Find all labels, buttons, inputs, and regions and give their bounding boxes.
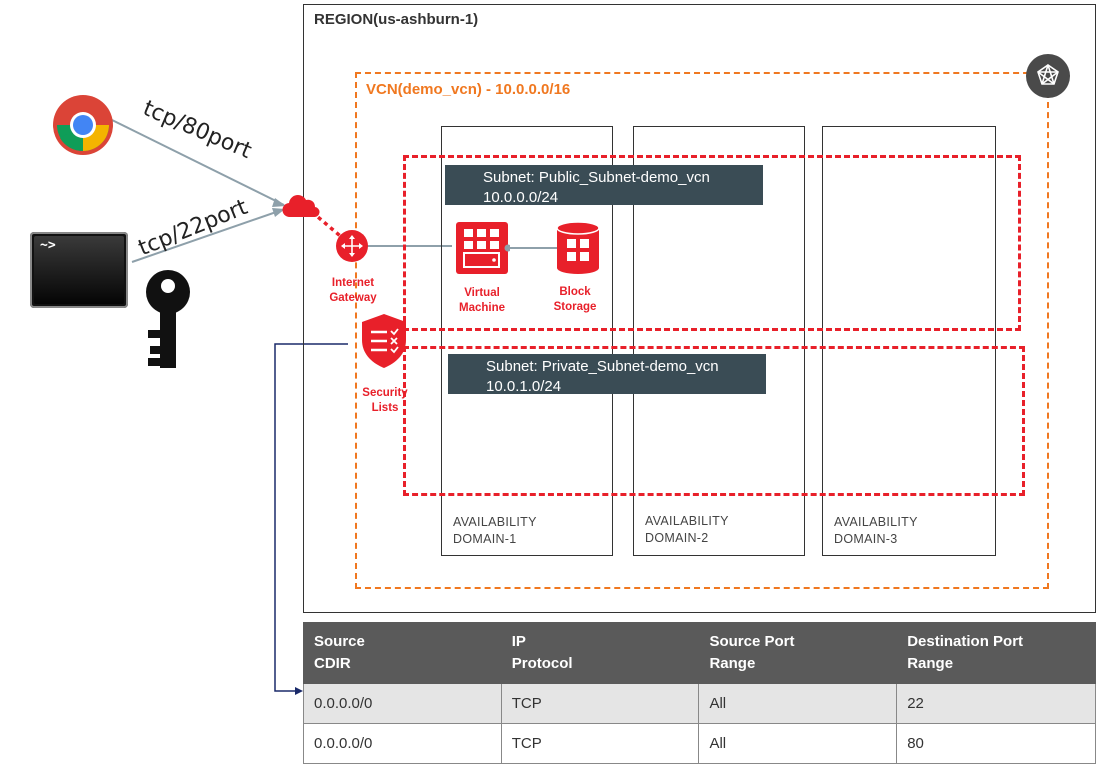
cell-ip-protocol: TCP (500, 683, 700, 724)
security-table-link (274, 343, 348, 692)
security-lists-label-line2: Lists (371, 402, 399, 414)
cell-source-cidr: 0.0.0.0/0 (303, 683, 502, 724)
vcn-icon (1026, 54, 1070, 98)
public-subnet-name: Subnet: Public_Subnet-demo_vcn (483, 169, 710, 186)
internet-gateway-label-line2: Gateway (329, 292, 377, 304)
virtual-machine-label-line1: Virtual (464, 287, 500, 299)
cell-source-cidr: 0.0.0.0/0 (303, 723, 502, 764)
ad-3-label-line2: DOMAIN-3 (834, 532, 898, 546)
vcn-container (355, 72, 1049, 589)
private-subnet-name: Subnet: Private_Subnet-demo_vcn (486, 358, 719, 375)
virtual-machine-label-line2: Machine (458, 302, 505, 314)
availability-domain-3: AVAILABILITY DOMAIN-3 (822, 126, 996, 556)
ssh-edge-arrow (272, 208, 285, 217)
block-storage-label-line1: Block (559, 286, 591, 298)
http-edge-arrow (272, 198, 286, 207)
public-subnet-cidr: 10.0.0.0/24 (483, 189, 559, 206)
internet-cloud-icon (282, 195, 320, 218)
security-table-arrow (295, 687, 303, 695)
cell-destination-port: 22 (896, 683, 1096, 724)
ad-1-label-line1: AVAILABILITY (453, 515, 537, 529)
availability-domain-2: AVAILABILITY DOMAIN-2 (633, 126, 805, 556)
ad-2-label-line2: DOMAIN-2 (645, 531, 709, 545)
cell-ip-protocol: TCP (500, 723, 700, 764)
virtual-machine-icon (456, 222, 510, 274)
public-subnet-banner: Subnet: Public_Subnet-demo_vcn 10.0.0.0/… (445, 165, 763, 206)
virtual-machine-label: Virtual Machine (448, 286, 516, 316)
cell-destination-port: 80 (896, 723, 1096, 764)
private-subnet-box (403, 346, 1025, 496)
ad-2-label-line1: AVAILABILITY (645, 514, 729, 528)
chrome-browser-icon (53, 95, 113, 155)
table-row: 0.0.0.0/0 TCP All 80 (303, 723, 1096, 764)
private-subnet-banner: Subnet: Private_Subnet-demo_vcn 10.0.1.0… (448, 354, 766, 395)
public-subnet-box (403, 155, 1021, 331)
terminal-icon: ~> (30, 232, 128, 308)
block-storage-icon (556, 221, 600, 274)
cell-source-port: All (698, 683, 898, 724)
security-lists-label-line1: Security (362, 387, 408, 399)
internet-gateway-icon (336, 230, 368, 262)
key-icon (146, 270, 190, 368)
cell-source-port: All (698, 723, 898, 764)
availability-domain-1: AVAILABILITY DOMAIN-1 (441, 126, 613, 556)
http-edge-line (111, 119, 285, 206)
region-container (303, 4, 1096, 613)
security-lists-label: Security Lists (352, 386, 418, 416)
internet-gateway-label-line1: Internet (331, 277, 375, 289)
block-storage-label-line2: Storage (553, 301, 597, 313)
security-lists-icon (362, 314, 406, 368)
ssh-edge-line (131, 209, 283, 263)
block-storage-label: Block Storage (544, 285, 606, 315)
private-subnet-cidr: 10.0.1.0/24 (486, 378, 562, 395)
ad-1-label-line2: DOMAIN-1 (453, 532, 517, 546)
ad-3-label-line1: AVAILABILITY (834, 515, 918, 529)
region-title: REGION(us-ashburn-1) (314, 11, 479, 28)
table-row: 0.0.0.0/0 TCP All 22 (303, 683, 1096, 724)
vcn-title: VCN(demo_vcn) - 10.0.0.0/16 (366, 81, 571, 98)
internet-gateway-label: Internet Gateway (320, 276, 386, 306)
